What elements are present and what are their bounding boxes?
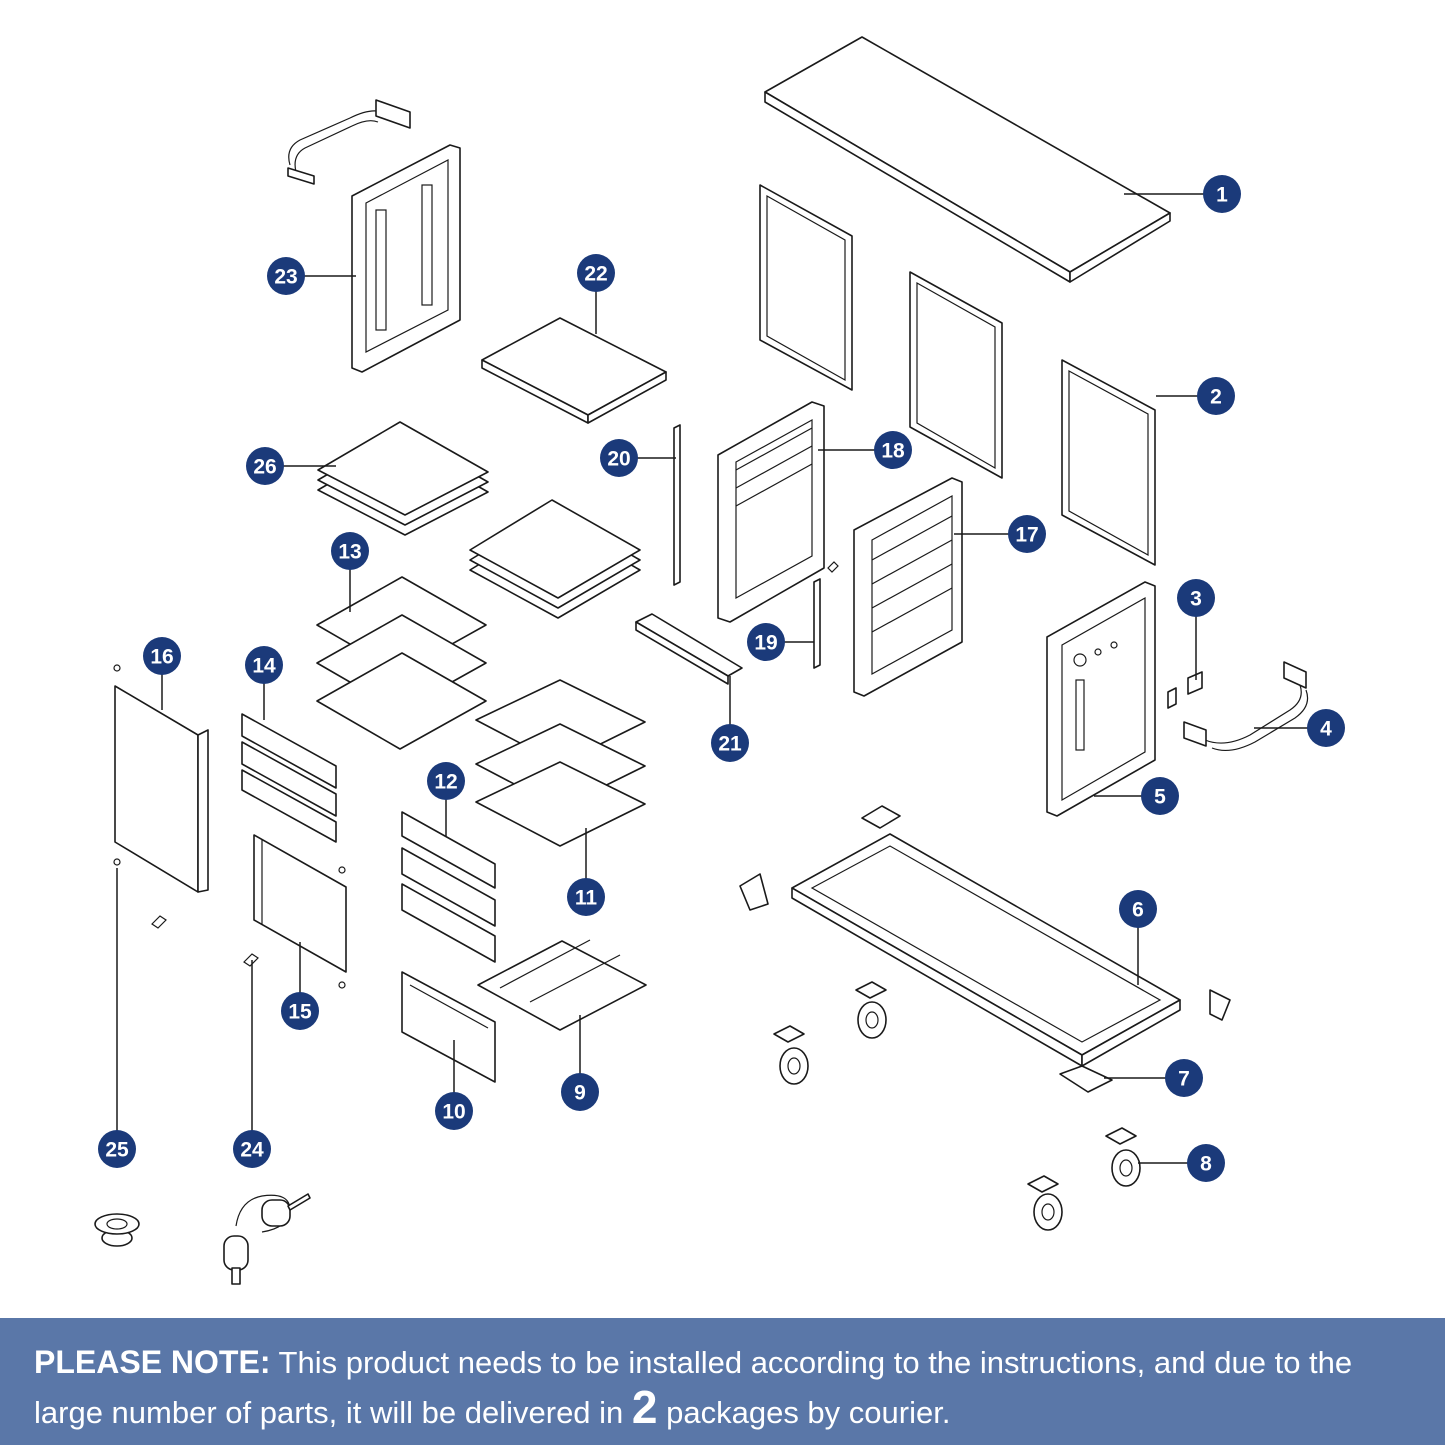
exploded-parts-diagram: 1 2 3 4 5 6 7 8 9 10 11 12 [94, 36, 1345, 1285]
svg-text:5: 5 [1154, 786, 1166, 809]
part-drawer-tray-9 [477, 939, 647, 1031]
svg-text:18: 18 [881, 440, 905, 463]
part-keys [223, 1193, 311, 1285]
svg-text:23: 23 [274, 266, 297, 289]
package-count: 2 [631, 1381, 658, 1433]
callout-3: 3 [1177, 579, 1215, 617]
part-base-frame [791, 833, 1181, 1067]
part-worktop [764, 36, 1171, 283]
callout-1: 1 [1203, 175, 1241, 213]
callout-24: 24 [233, 1130, 271, 1168]
callout-8: 8 [1187, 1144, 1225, 1182]
part-rail-19 [813, 561, 839, 669]
callout-10: 10 [435, 1092, 473, 1130]
svg-text:12: 12 [434, 771, 457, 794]
svg-text:13: 13 [338, 541, 361, 564]
callout-25: 25 [98, 1130, 136, 1168]
part-drawer-frame-18 [717, 401, 825, 623]
svg-text:14: 14 [252, 655, 276, 678]
part-handle-4 [1183, 661, 1309, 752]
callout-11: 11 [567, 878, 605, 916]
callout-2: 2 [1197, 377, 1235, 415]
callout-6: 6 [1119, 890, 1157, 928]
part-crossbar [635, 613, 743, 685]
callout-5: 5 [1141, 777, 1179, 815]
callout-15: 15 [281, 992, 319, 1030]
caster [1105, 1127, 1141, 1187]
svg-text:2: 2 [1210, 386, 1222, 409]
svg-text:10: 10 [442, 1101, 465, 1124]
callout-4: 4 [1307, 709, 1345, 747]
svg-text:16: 16 [150, 646, 173, 669]
note-banner: PLEASE NOTE: This product needs to be in… [0, 1318, 1445, 1445]
svg-text:7: 7 [1178, 1068, 1190, 1091]
svg-text:17: 17 [1015, 524, 1038, 547]
svg-text:20: 20 [607, 448, 630, 471]
callout-9: 9 [561, 1073, 599, 1111]
svg-text:21: 21 [718, 733, 742, 756]
callout-21: 21 [711, 724, 749, 762]
part-drawer-frame-17 [853, 477, 963, 697]
svg-text:6: 6 [1132, 899, 1144, 922]
callout-18: 18 [874, 431, 912, 469]
caster [773, 1025, 809, 1085]
svg-text:22: 22 [584, 263, 607, 286]
svg-text:1: 1 [1216, 184, 1228, 207]
callout-12: 12 [427, 762, 465, 800]
part-right-panel [1046, 581, 1156, 817]
callout-19: 19 [747, 623, 785, 661]
callout-26: 26 [246, 447, 284, 485]
part-door-16 [113, 664, 209, 929]
part-side-panels [759, 184, 1156, 566]
callout-16: 16 [143, 637, 181, 675]
part-drawer-trays-13 [316, 576, 487, 750]
part-liners-middle [469, 499, 641, 619]
note-text-after: packages by courier. [657, 1395, 951, 1430]
svg-text:26: 26 [253, 456, 276, 479]
svg-text:9: 9 [574, 1082, 586, 1105]
part-rail-20 [673, 424, 681, 586]
part-drawer-trays-11 [475, 679, 646, 847]
callout-23: 23 [267, 257, 305, 295]
callout-22: 22 [577, 254, 615, 292]
part-casters [773, 981, 1141, 1231]
part-liners-left [317, 421, 489, 536]
note-text-before: This product needs to be installed accor… [34, 1345, 1353, 1430]
caster [1027, 1175, 1063, 1231]
svg-text:25: 25 [105, 1139, 129, 1162]
caster [855, 981, 887, 1039]
part-door-15 [243, 834, 347, 989]
svg-text:11: 11 [575, 887, 598, 910]
part-shelf [481, 317, 667, 424]
callout-20: 20 [600, 439, 638, 477]
svg-text:3: 3 [1190, 588, 1202, 611]
part-corner-brackets [739, 805, 1231, 1093]
part-drawer-front-10 [401, 971, 496, 1083]
callout-leaders [116, 193, 1310, 1164]
svg-text:4: 4 [1320, 718, 1332, 741]
callout-7: 7 [1165, 1059, 1203, 1097]
callout-14: 14 [245, 646, 283, 684]
note-label: PLEASE NOTE: [34, 1344, 271, 1380]
part-drawer-fronts-14 [241, 713, 337, 843]
svg-text:15: 15 [288, 1001, 312, 1024]
svg-text:24: 24 [240, 1139, 264, 1162]
part-left-frame [287, 99, 461, 373]
callout-13: 13 [331, 532, 369, 570]
svg-text:19: 19 [754, 632, 777, 655]
part-grommet [94, 1213, 140, 1247]
svg-text:8: 8 [1200, 1153, 1212, 1176]
part-drawer-fronts-12 [401, 811, 496, 963]
callout-17: 17 [1008, 515, 1046, 553]
part-bracket-3 [1167, 671, 1203, 709]
